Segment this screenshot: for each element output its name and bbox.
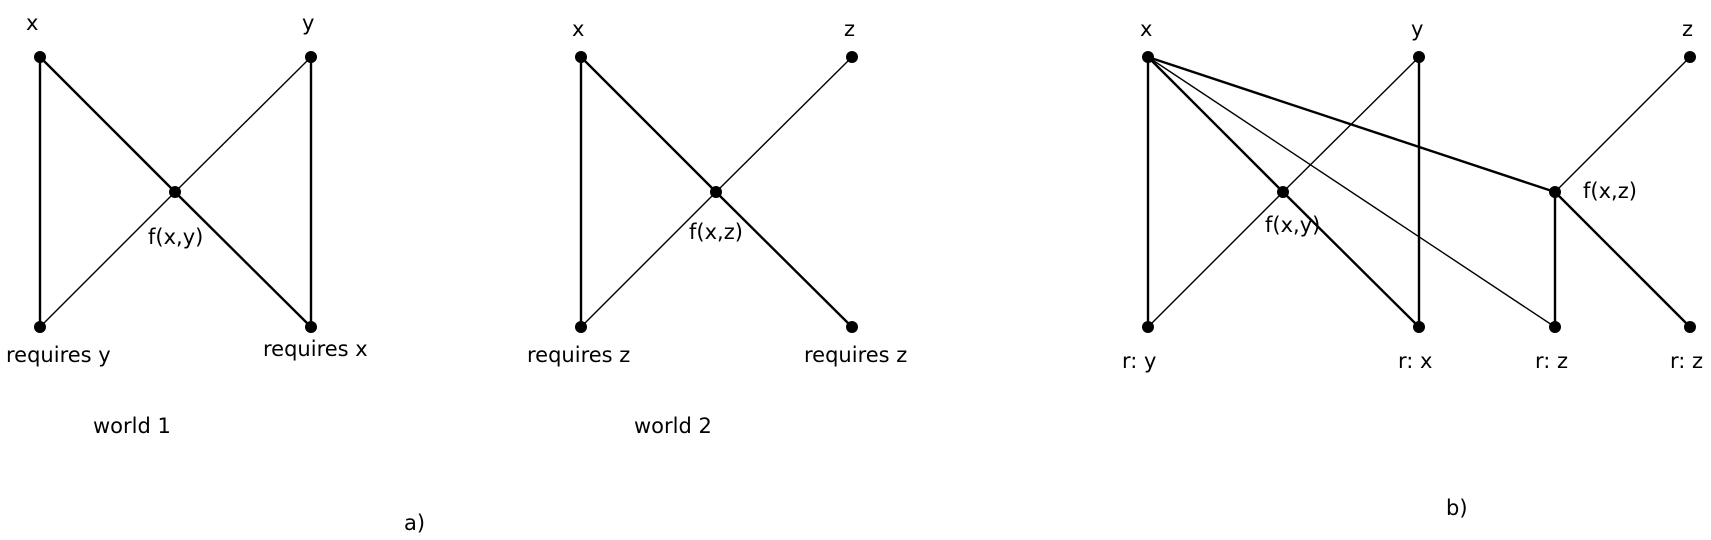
label-f-x-y: f(x,y) xyxy=(148,225,203,249)
node-f-x-z xyxy=(1549,186,1561,198)
node-x xyxy=(34,51,46,63)
node-f-x-y xyxy=(1277,186,1289,198)
node-r-x xyxy=(1413,321,1425,333)
label-r-x: r: x xyxy=(1398,349,1432,373)
edge-fxy-req-y xyxy=(39,191,176,328)
label-f-x-z: f(x,z) xyxy=(689,220,743,244)
caption-world-1: world 1 xyxy=(93,414,171,438)
label-requires-x: requires x xyxy=(263,337,368,361)
label-r-z-mid: r: z xyxy=(1535,349,1568,373)
world1-graph: x y f(x,y) requires y requires x world 1 xyxy=(6,11,368,438)
node-requires-z-left xyxy=(575,321,587,333)
node-requires-y xyxy=(34,321,46,333)
node-z xyxy=(846,51,858,63)
label-requires-z-left: requires z xyxy=(527,343,630,367)
label-y: y xyxy=(302,11,314,35)
label-f-x-z: f(x,z) xyxy=(1583,179,1637,203)
edge-x-fxz xyxy=(580,56,717,193)
label-r-z-right: r: z xyxy=(1670,349,1703,373)
caption-world-2: world 2 xyxy=(634,414,712,438)
node-f-x-y xyxy=(169,186,181,198)
label-r-y: r: y xyxy=(1122,349,1156,373)
edge-y-fxy xyxy=(174,56,312,193)
edge-fxy-req-x xyxy=(174,191,312,328)
label-x: x xyxy=(26,11,38,35)
node-y xyxy=(305,51,317,63)
label-z: z xyxy=(1682,17,1693,41)
edge-z-fxz xyxy=(715,56,853,193)
edge-x-r-z-mid xyxy=(1147,56,1556,328)
node-requires-x xyxy=(305,321,317,333)
node-f-x-z xyxy=(710,186,722,198)
label-requires-y: requires y xyxy=(6,343,111,367)
edge-z-fxz xyxy=(1554,56,1691,193)
node-z xyxy=(1684,51,1696,63)
node-x xyxy=(575,51,587,63)
label-requires-z-right: requires z xyxy=(804,343,907,367)
edge-x-fxz xyxy=(1147,55,1556,194)
label-z: z xyxy=(844,17,855,41)
edge-fxz-req-z-right xyxy=(715,191,853,328)
edge-fxz-req-z-left xyxy=(580,191,717,328)
edge-x-fxy xyxy=(1147,56,1284,193)
edge-x-fxy xyxy=(39,56,176,193)
node-r-z-right xyxy=(1684,321,1696,333)
node-y xyxy=(1413,51,1425,63)
label-y: y xyxy=(1411,17,1423,41)
panel-a-label: a) xyxy=(404,511,425,535)
world2-graph: x z f(x,z) requires z requires z world 2 xyxy=(527,17,907,438)
node-r-z-mid xyxy=(1549,321,1561,333)
edge-fxy-r-x xyxy=(1282,191,1420,328)
edge-fxz-r-z-right xyxy=(1554,191,1691,328)
label-f-x-y: f(x,y) xyxy=(1265,213,1320,237)
panel-b-label: b) xyxy=(1446,496,1468,520)
combined-graph: x y z f(x,y) f(x,z) r: y r: x r: z r: z xyxy=(1122,17,1703,373)
label-x: x xyxy=(572,17,584,41)
label-x: x xyxy=(1140,17,1152,41)
node-requires-z-right xyxy=(846,321,858,333)
node-r-y xyxy=(1142,321,1154,333)
edge-fxy-r-y xyxy=(1147,191,1284,328)
node-x xyxy=(1142,51,1154,63)
